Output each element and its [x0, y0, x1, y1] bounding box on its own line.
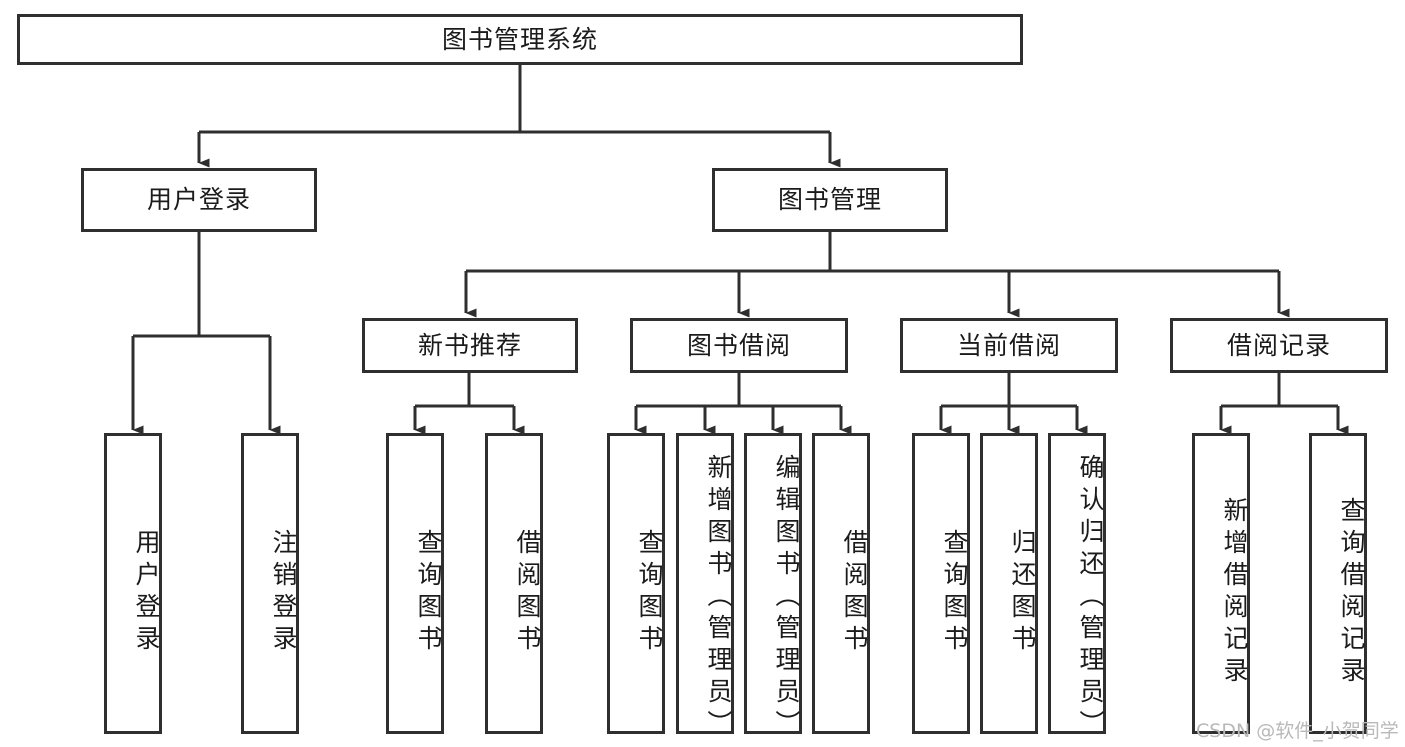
node-label: 新增借阅记录 — [1220, 496, 1249, 689]
node-label: 注销登录 — [269, 528, 298, 657]
leaf-query-borrow-record[interactable]: 查询借阅记录 — [1309, 433, 1367, 734]
node-label: 编辑图书（管理员） — [772, 454, 801, 742]
node-label: 新增图书（管理员） — [704, 454, 733, 742]
leaf-add-borrow-record[interactable]: 新增借阅记录 — [1192, 433, 1250, 734]
node-label: 图书管理系统 — [441, 24, 598, 54]
node-label: 查询借阅记录 — [1337, 496, 1366, 689]
leaf-return-book[interactable]: 归还图书 — [980, 433, 1038, 734]
node-label: 确认归还（管理员） — [1076, 454, 1105, 742]
node-new-book-recommend[interactable]: 新书推荐 — [362, 318, 578, 373]
node-book-borrow[interactable]: 图书借阅 — [630, 318, 848, 373]
leaf-query-book-current[interactable]: 查询图书 — [912, 433, 970, 734]
leaf-user-login[interactable]: 用户登录 — [104, 433, 162, 734]
leaf-logout[interactable]: 注销登录 — [241, 433, 299, 734]
node-label: 当前借阅 — [956, 330, 1061, 360]
leaf-edit-book-admin[interactable]: 编辑图书（管理员） — [744, 433, 802, 742]
node-current-borrow[interactable]: 当前借阅 — [900, 318, 1118, 373]
leaf-query-book-borrow[interactable]: 查询图书 — [607, 433, 665, 734]
leaf-borrow-book-new[interactable]: 借阅图书 — [485, 433, 543, 734]
node-borrow-record[interactable]: 借阅记录 — [1170, 318, 1388, 373]
node-label: 归还图书 — [1008, 528, 1037, 657]
node-label: 查询图书 — [940, 528, 969, 657]
node-user-login[interactable]: 用户登录 — [81, 168, 317, 232]
leaf-add-book-admin[interactable]: 新增图书（管理员） — [676, 433, 734, 742]
node-label: 新书推荐 — [417, 330, 522, 360]
node-label: 查询图书 — [635, 528, 664, 657]
leaf-borrow-book[interactable]: 借阅图书 — [812, 433, 870, 734]
leaf-confirm-return-admin[interactable]: 确认归还（管理员） — [1048, 433, 1106, 742]
node-label: 借阅图书 — [513, 528, 542, 657]
leaf-query-book-new[interactable]: 查询图书 — [386, 433, 444, 734]
node-label: 用户登录 — [132, 528, 161, 657]
node-label: 查询图书 — [414, 528, 443, 657]
node-label: 图书管理 — [777, 185, 882, 215]
node-root-system[interactable]: 图书管理系统 — [17, 14, 1023, 65]
node-book-management[interactable]: 图书管理 — [712, 168, 948, 232]
node-label: 用户登录 — [146, 185, 251, 215]
node-label: 借阅记录 — [1226, 330, 1331, 360]
node-label: 借阅图书 — [840, 528, 869, 657]
watermark: CSDN @软件_小贺同学 — [1196, 720, 1399, 742]
node-label: 图书借阅 — [686, 330, 791, 360]
